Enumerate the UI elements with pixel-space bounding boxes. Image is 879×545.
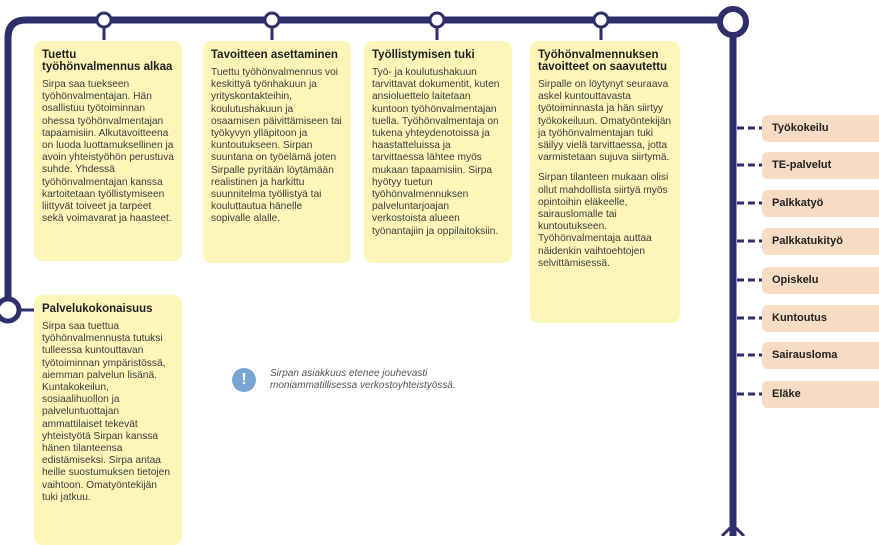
stop-marker bbox=[0, 296, 22, 324]
option-subsidized-work: Palkkatukityö bbox=[762, 228, 879, 255]
card-coaching-starts: Tuettu työhönvalmennus alkaa Sirpa saa t… bbox=[34, 41, 182, 261]
exclamation-icon: ! bbox=[232, 368, 256, 392]
card-text: Sirpalle on löytynyt seuraava askel kunt… bbox=[538, 79, 672, 164]
stop-marker bbox=[428, 11, 446, 29]
option-pension: Eläke bbox=[762, 381, 879, 408]
card-text: Sirpa saa tuettua työhönvalmennusta tutu… bbox=[42, 321, 170, 503]
info-note: ! Sirpan asiakkuus etenee jouhevasti mon… bbox=[232, 368, 470, 392]
card-text: Sirpa saa tuekseen työhönvalmentajan. Hä… bbox=[42, 79, 174, 225]
card-text: Sirpan tilanteen mukaan olisi ollut mahd… bbox=[538, 172, 669, 269]
note-text: Sirpan asiakkuus etenee jouhevasti monia… bbox=[270, 368, 456, 391]
card-employment-support: Työllistymisen tuki Työ- ja koulutushaku… bbox=[364, 41, 512, 263]
stop-marker bbox=[592, 11, 610, 29]
end-marker bbox=[717, 6, 749, 38]
stop-marker bbox=[95, 11, 113, 29]
card-title: Työhönvalmennuksen tavoitteet on saavute… bbox=[538, 49, 668, 73]
option-studies: Opiskelu bbox=[762, 267, 879, 294]
card-text: Tuettu työhönvalmennus voi keskittyä työ… bbox=[211, 67, 342, 225]
option-rehabilitation: Kuntoutus bbox=[762, 305, 879, 332]
stop-marker bbox=[263, 11, 281, 29]
card-title: Työllistymisen tuki bbox=[372, 49, 475, 61]
card-title: Tuettu työhönvalmennus alkaa bbox=[42, 49, 173, 73]
card-service-package: Palvelukokonaisuus Sirpa saa tuettua työ… bbox=[34, 295, 182, 545]
card-title: Palvelukokonaisuus bbox=[42, 303, 153, 315]
card-title: Tavoitteen asettaminen bbox=[211, 49, 338, 61]
card-goals-achieved: Työhönvalmennuksen tavoitteet on saavute… bbox=[530, 41, 680, 323]
option-sick-leave: Sairausloma bbox=[762, 342, 879, 369]
option-work-trial: Työkokeilu bbox=[762, 115, 879, 142]
card-goal-setting: Tavoitteen asettaminen Tuettu työhönvalm… bbox=[203, 41, 351, 263]
option-paid-work: Palkkatyö bbox=[762, 190, 879, 217]
card-text: Työ- ja koulutushakuun tarvittavat dokum… bbox=[372, 67, 500, 237]
option-te-services: TE-palvelut bbox=[762, 152, 879, 179]
